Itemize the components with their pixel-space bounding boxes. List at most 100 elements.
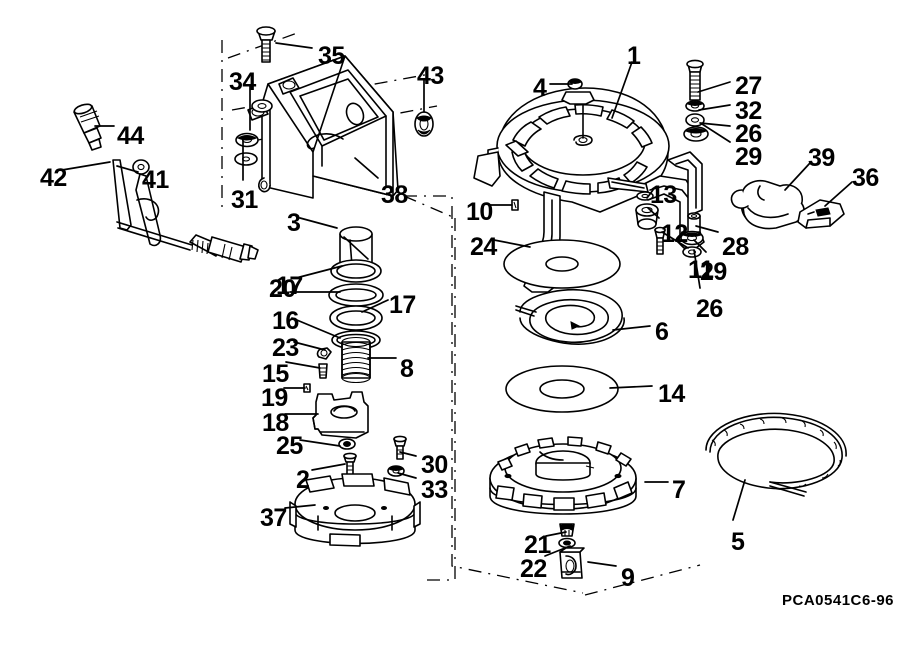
callout-2: 2 xyxy=(296,466,310,494)
leader-16 xyxy=(291,317,341,339)
leader-37 xyxy=(284,504,316,509)
callout-17b: 17 xyxy=(389,291,416,319)
leader-5 xyxy=(732,479,746,521)
callout-25: 25 xyxy=(276,432,303,460)
part-14-disc xyxy=(505,365,619,413)
part-11-bolt xyxy=(654,226,666,255)
callout-10: 10 xyxy=(466,198,493,226)
part-38-housing xyxy=(247,55,399,199)
part-21-pawl xyxy=(559,523,575,537)
callout-5: 5 xyxy=(731,528,745,556)
part-29-nut-b xyxy=(680,230,704,246)
callout-39: 39 xyxy=(808,144,835,172)
callout-17: 17 xyxy=(276,272,303,300)
part-30-screw xyxy=(393,435,407,460)
callout-29b: 29 xyxy=(700,258,727,286)
callout-18: 18 xyxy=(262,409,289,437)
leader-15 xyxy=(285,361,321,369)
part-29-nut xyxy=(683,126,709,142)
part-32-washer xyxy=(685,100,705,112)
callout-26: 26 xyxy=(735,120,762,148)
leader-12 xyxy=(647,207,660,219)
callout-37: 37 xyxy=(260,504,287,532)
drawing-revision: 6-96 xyxy=(862,592,895,609)
leader-26 xyxy=(699,122,731,127)
part-34-31-fasteners xyxy=(234,99,273,166)
leader-27 xyxy=(697,81,731,93)
callout-24: 24 xyxy=(470,233,497,261)
part-6-recoil-spring xyxy=(515,288,625,345)
leader-26b xyxy=(693,249,701,289)
callout-13: 13 xyxy=(650,181,677,209)
callout-4: 4 xyxy=(533,74,547,102)
callout-23: 23 xyxy=(272,334,299,362)
callout-16: 16 xyxy=(272,307,299,335)
part-44-connector xyxy=(73,103,102,151)
leader-28 xyxy=(695,225,719,233)
leader-41 xyxy=(116,165,139,173)
callout-29: 29 xyxy=(735,143,762,171)
leader-35 xyxy=(275,42,313,49)
part-4-nut xyxy=(567,78,583,90)
leader-1 xyxy=(611,61,633,119)
part-35-bolt xyxy=(256,26,276,63)
part-19-screw xyxy=(303,383,311,393)
callout-28: 28 xyxy=(722,233,749,261)
leader-38 xyxy=(354,157,379,179)
callout-27: 27 xyxy=(735,72,762,100)
leader-30 xyxy=(399,451,417,457)
callout-38: 38 xyxy=(381,181,408,209)
part-27-bolt xyxy=(686,59,704,101)
part-20-ring xyxy=(328,283,384,307)
part-25-washer xyxy=(338,438,356,450)
callout-19: 19 xyxy=(261,384,288,412)
callout-41: 41 xyxy=(142,166,169,194)
leader-23 xyxy=(293,341,326,351)
leader-17 xyxy=(295,265,343,279)
callout-30: 30 xyxy=(421,451,448,479)
callout-22: 22 xyxy=(520,555,547,583)
part-17-ring-b xyxy=(329,305,383,331)
leader-9 xyxy=(587,561,617,567)
part-24-disc xyxy=(503,239,621,289)
leader-42 xyxy=(61,161,111,171)
part-40-rope-handle xyxy=(116,198,259,263)
leader-36 xyxy=(824,181,853,207)
callout-20: 20 xyxy=(269,275,296,303)
part-8-spring xyxy=(341,336,371,384)
leader-25 xyxy=(299,439,341,447)
part-26-washer-b xyxy=(682,246,702,258)
leader-11 xyxy=(661,231,689,249)
callout-6: 6 xyxy=(655,318,669,346)
part-37-sheave xyxy=(289,473,421,547)
leader-33 xyxy=(397,472,417,479)
leader-29b xyxy=(693,239,707,253)
leader-29 xyxy=(701,123,731,143)
callout-14: 14 xyxy=(658,380,685,408)
leader-6 xyxy=(612,325,651,331)
callout-8: 8 xyxy=(400,355,414,383)
leader-13 xyxy=(646,189,654,199)
leader-32 xyxy=(698,104,731,111)
part-39-handle xyxy=(730,180,805,230)
part-22-washer xyxy=(558,537,576,549)
leader-39 xyxy=(784,162,811,191)
callout-1: 1 xyxy=(627,42,641,70)
callout-42: 42 xyxy=(40,164,67,192)
callout-11: 11 xyxy=(688,256,714,284)
callout-9: 9 xyxy=(621,564,635,592)
part-17-ring-a xyxy=(330,259,382,283)
callout-7: 7 xyxy=(672,476,686,504)
leader-3 xyxy=(299,217,338,229)
leader-24 xyxy=(493,239,531,248)
leader-14 xyxy=(609,385,653,389)
part-7-pulley xyxy=(489,436,637,515)
callout-12: 12 xyxy=(661,220,688,248)
part-1-recoil-housing xyxy=(473,87,705,293)
part-28-spacer xyxy=(687,212,701,233)
callout-35: 35 xyxy=(318,42,345,70)
callout-36: 36 xyxy=(852,164,879,192)
part-36-anchor xyxy=(797,199,845,229)
leader-2 xyxy=(311,463,346,471)
